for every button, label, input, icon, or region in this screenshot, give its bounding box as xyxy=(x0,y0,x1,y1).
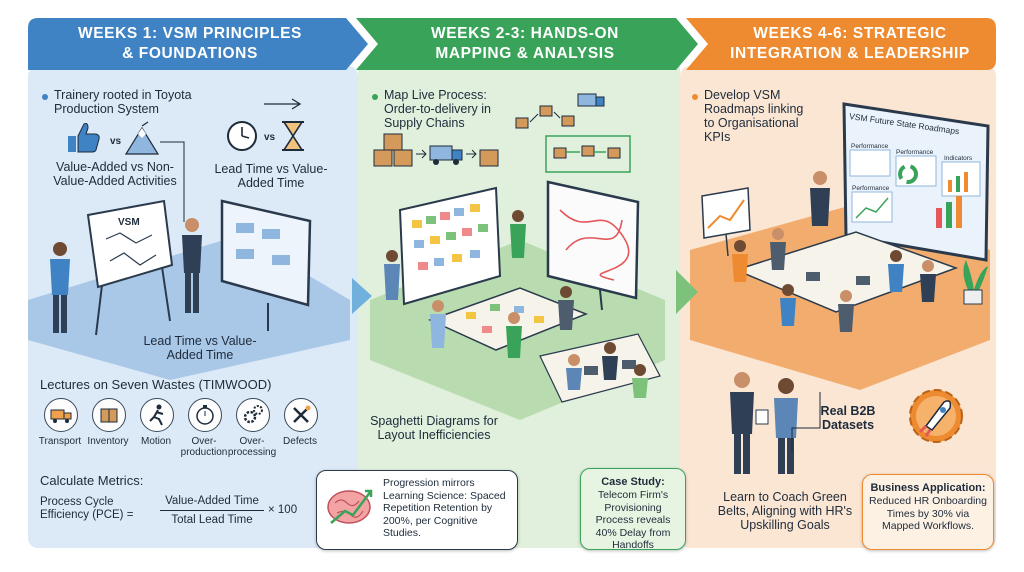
plant-icon xyxy=(963,260,988,305)
bullet-dot xyxy=(42,94,48,100)
mountain-icon xyxy=(124,121,160,155)
waste-transport-icon xyxy=(44,398,78,432)
waste-overproduction-icon xyxy=(188,398,222,432)
roadmap-screen xyxy=(842,102,990,262)
formula-lhs: Process Cycle Efficiency (PCE) = xyxy=(40,496,134,521)
strategy-meeting-scene xyxy=(701,102,990,332)
formula-fraction-bar xyxy=(160,510,264,511)
case-study-body: Telecom Firm's Provisioning Process reve… xyxy=(595,489,671,551)
waste-defects-icon xyxy=(284,398,318,432)
hourglass-icon xyxy=(282,121,304,151)
student-person xyxy=(50,242,70,333)
arrow-right-icon xyxy=(264,98,302,110)
formula-numerator: Value-Added Time xyxy=(165,495,259,507)
map-live-process-text: Map Live Process: Order-to-delivery in S… xyxy=(384,88,491,130)
svg-text:vs: vs xyxy=(264,132,276,143)
screen-board xyxy=(220,199,312,331)
whiteboard-scene: VSM xyxy=(50,199,312,336)
small-chart-board xyxy=(701,187,751,257)
business-application-callout: Business Application: Reduced HR Onboard… xyxy=(862,474,994,550)
clock-icon xyxy=(227,121,257,151)
waste-inventory-icon xyxy=(92,398,126,432)
datasets-text: Real B2B Datasets xyxy=(820,404,876,432)
progression-callout: Progression mirrors Learning Science: Sp… xyxy=(316,470,518,550)
connector-line xyxy=(791,392,821,452)
process-flow-icon xyxy=(545,135,631,173)
spaghetti-diagram-text: Spaghetti Diagrams for Layout Inefficien… xyxy=(370,414,498,442)
bullet-dot xyxy=(372,94,378,100)
coach-green-belts-text: Learn to Coach Green Belts, Aligning wit… xyxy=(717,490,853,532)
waste-label-transport: Transport xyxy=(38,436,82,447)
flow-arrow-2 xyxy=(676,270,698,314)
whiteboard: VSM xyxy=(86,199,174,336)
phase-3-title-line2: INTEGRATION & LEADERSHIP xyxy=(730,45,970,62)
connector-line xyxy=(160,141,185,222)
banner-weeks-4-6 xyxy=(686,18,996,70)
presenter-person xyxy=(182,218,202,313)
waste-label-defects: Defects xyxy=(283,436,317,447)
box-stack-icon xyxy=(373,133,413,167)
phase-1-title-line1: WEEKS 1: VSM PRINCIPLES xyxy=(78,25,302,42)
lead-time-icons: vs xyxy=(227,98,304,151)
screen-label-performance-2: Performance xyxy=(896,149,934,156)
business-application-title: Business Application: xyxy=(870,482,986,494)
waste-motion-icon xyxy=(140,398,174,432)
spaghetti-diagram-screen xyxy=(546,180,640,311)
screen-label-performance-3: Performance xyxy=(852,185,890,192)
waste-label-overprocessing: Over-processing xyxy=(227,436,277,458)
truck-icon xyxy=(429,145,463,165)
waste-overprocessing-icon xyxy=(236,398,270,432)
waste-label-inventory: Inventory xyxy=(87,436,129,447)
formula-denominator: Total Lead Time xyxy=(171,514,253,526)
screen-label-performance-1: Performance xyxy=(851,143,889,150)
laptop-group xyxy=(539,333,661,403)
phase-3-title: WEEKS 4-6: STRATEGIC INTEGRATION & LEADE… xyxy=(712,24,988,64)
phase-2-title-line1: WEEKS 2-3: HANDS-ON xyxy=(431,25,619,42)
waste-label-overproduction: Over-production xyxy=(180,436,228,458)
phase-1-title-line2: & FOUNDATIONS xyxy=(122,45,258,62)
phase-3-title-line1: WEEKS 4-6: STRATEGIC xyxy=(753,25,947,42)
lead-time-top-text: Lead Time vs Value-Added Time xyxy=(214,162,328,190)
case-study-callout: Case Study: Telecom Firm's Provisioning … xyxy=(580,468,686,551)
toyota-bullet-text: Trainery rooted in Toyota Production Sys… xyxy=(54,88,192,116)
supply-chain-flow xyxy=(373,93,631,173)
coaching-pair xyxy=(730,372,798,474)
phase-1-title: WEEKS 1: VSM PRINCIPLES & FOUNDATIONS xyxy=(40,24,340,64)
svg-text:vs: vs xyxy=(110,136,122,147)
workshop-table xyxy=(428,287,589,351)
banner-weeks-2-3 xyxy=(356,18,698,70)
formula-multiplier: × 100 xyxy=(268,504,298,516)
case-study-title: Case Study: xyxy=(601,476,665,488)
value-vs-nonvalue-icons: vs xyxy=(68,121,160,155)
progression-text: Progression mirrors Learning Science: Sp… xyxy=(383,477,506,539)
value-added-text: Value-Added vs Non-Value-Added Activitie… xyxy=(53,160,177,188)
whiteboard-vsm-label: VSM xyxy=(118,217,140,228)
workshop-people xyxy=(384,210,574,358)
lead-time-bottom-text: Lead Time vs Value-Added Time xyxy=(143,334,257,362)
brain-growth-icon xyxy=(327,489,373,524)
waste-label-motion: Motion xyxy=(140,436,171,447)
roadmap-bullet-text: Develop VSM Roadmaps linking to Organisa… xyxy=(704,88,804,144)
business-application-body: Reduced HR Onboarding Times by 30% via M… xyxy=(869,495,987,532)
meeting-people xyxy=(732,171,936,332)
arrow-right-icon xyxy=(416,149,427,159)
gear-rocket-icon xyxy=(909,389,963,443)
metrics-title: Calculate Metrics: xyxy=(40,473,144,488)
truck-icon xyxy=(515,93,605,129)
sticky-note-board xyxy=(398,186,502,306)
bullet-dot xyxy=(692,94,698,100)
phase-2-title: WEEKS 2-3: HANDS-ON MAPPING & ANALYSIS xyxy=(380,24,670,64)
phase-2-title-line2: MAPPING & ANALYSIS xyxy=(435,45,615,62)
thumbs-up-icon xyxy=(68,123,100,153)
banner-weeks-1 xyxy=(28,18,368,70)
wastes-title: Lectures on Seven Wastes (TIMWOOD) xyxy=(40,377,272,392)
arrow-right-icon xyxy=(466,149,477,159)
flow-arrow-1 xyxy=(352,278,372,314)
screen-label-indicators: Indicators xyxy=(944,155,973,162)
mapping-workshop-scene xyxy=(384,180,661,403)
box-icon xyxy=(479,149,499,167)
